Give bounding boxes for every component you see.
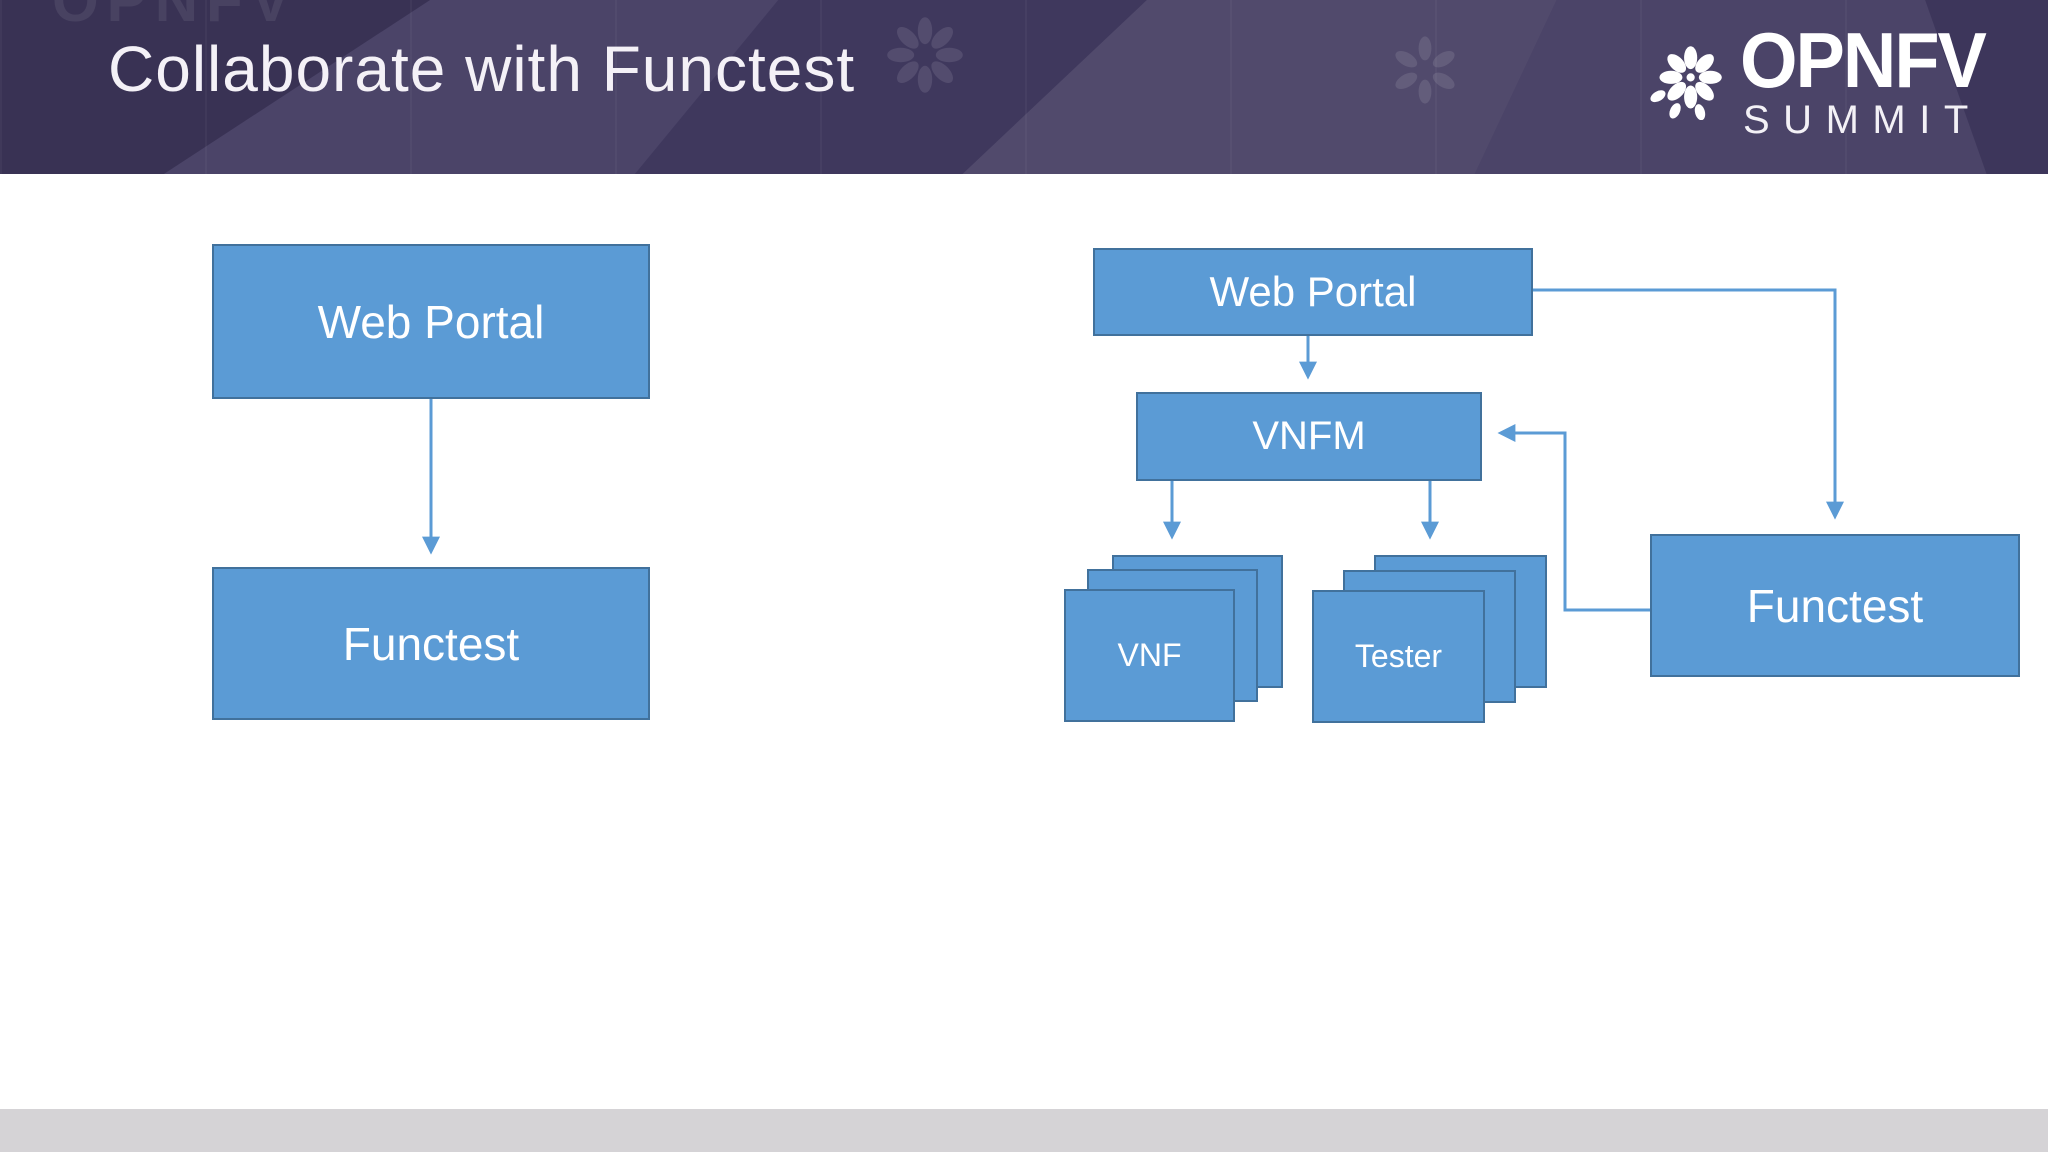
node-label: VNFM (1252, 414, 1366, 458)
stack-card-front: VNF (1064, 589, 1235, 722)
arrow-right-webportal-to-functest (1533, 288, 1844, 520)
opnfv-summit-logo: OPNFV SUMMIT (1648, 16, 1987, 143)
node-vnf-stack: VNF (1064, 555, 1286, 723)
opnfv-watermark-text: OPNFV (52, 0, 299, 34)
page-title: Collaborate with Functest (108, 33, 856, 105)
node-label: Functest (342, 617, 520, 670)
node-label: Tester (1354, 638, 1443, 674)
footer-bar (0, 1109, 2048, 1152)
petal-motif-icon (887, 17, 963, 93)
node-functest-right: Functest (1650, 534, 2020, 677)
node-functest-left: Functest (212, 567, 650, 720)
node-label: VNF (1117, 637, 1182, 673)
node-label: Web Portal (1209, 268, 1417, 315)
node-webportal-left: Web Portal (212, 244, 650, 399)
node-webportal-right: Web Portal (1093, 248, 1533, 336)
node-tester-stack: Tester (1312, 555, 1547, 723)
node-label: Functest (1746, 579, 1924, 632)
header-banner: OPNFV Collaborate wi (0, 0, 2048, 174)
opnfv-flower-icon (1650, 46, 1722, 120)
logo-brand-text: OPNFV (1740, 16, 1987, 105)
stack-card-front: Tester (1312, 590, 1485, 723)
node-label: Web Portal (317, 295, 545, 348)
logo-subtitle-text: SUMMIT (1743, 98, 1982, 143)
logo-text-block: OPNFV SUMMIT (1740, 16, 1987, 143)
node-vnfm: VNFM (1136, 392, 1482, 481)
petal-motif-icon (1395, 36, 1455, 104)
